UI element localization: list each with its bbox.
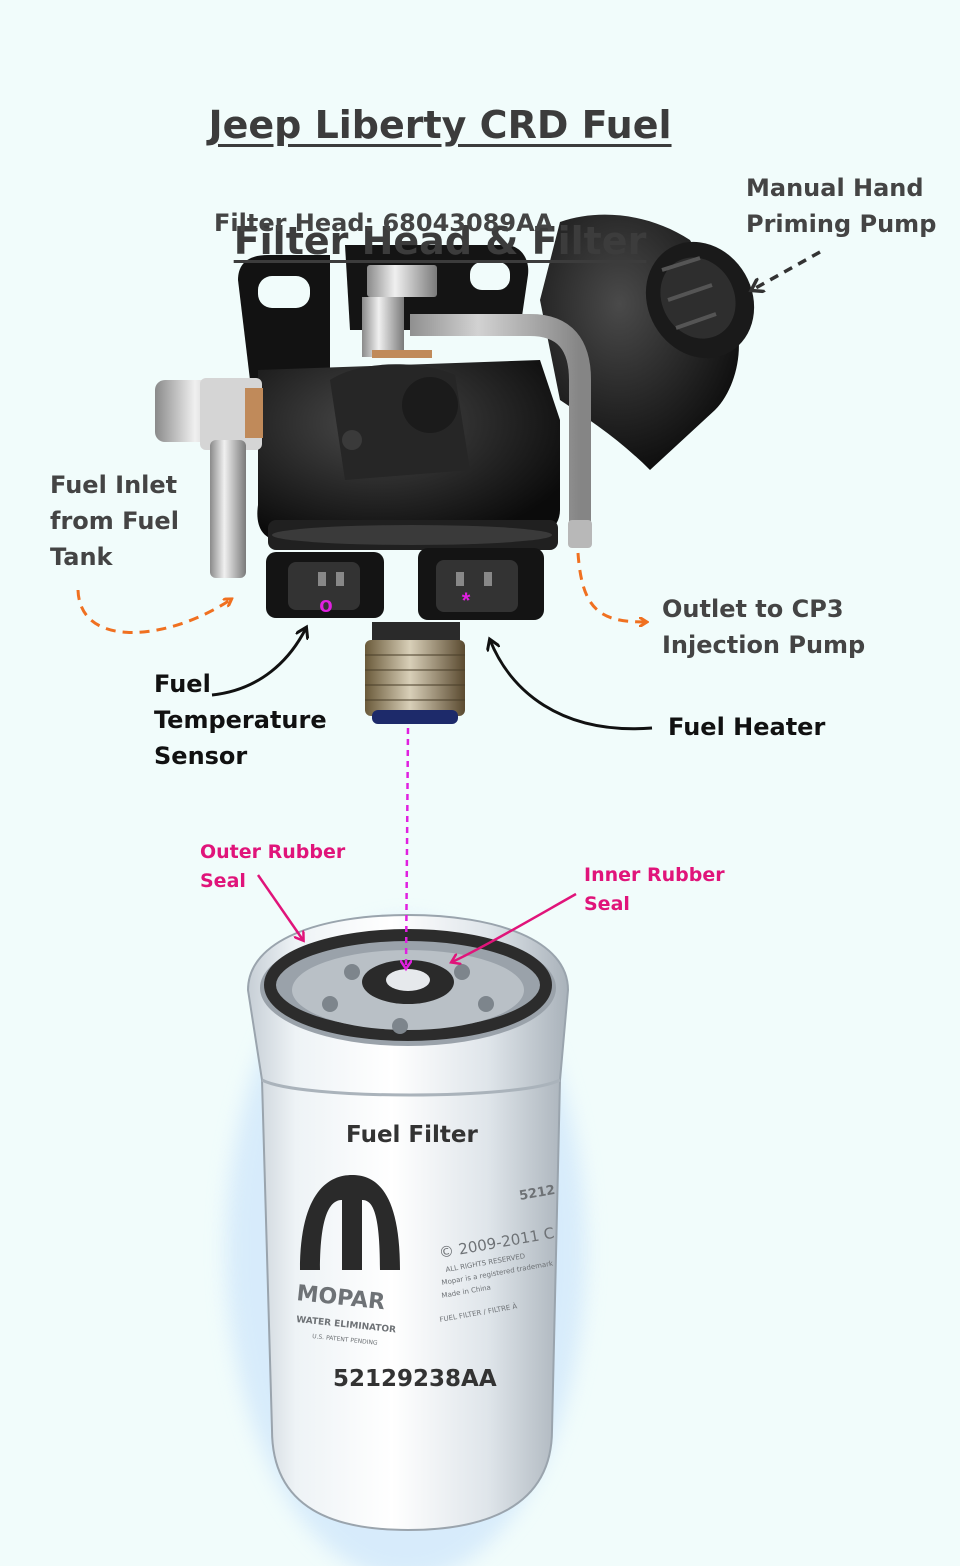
filter-head-label: Filter Head: 68043089AA: [214, 209, 554, 237]
fuel-heater-arrow: [490, 640, 653, 731]
filter-head-illustration: [155, 214, 755, 724]
outlet-label: Outlet to CP3 Injection Pump: [662, 595, 866, 659]
fuel-inlet-label: Fuel Inlet from Fuel Tank: [50, 471, 179, 571]
outer-seal-label: Outer Rubber Seal: [200, 841, 346, 892]
page-title: Jeep Liberty CRD Fuel Filter Head & Filt…: [0, 38, 880, 270]
temp-sensor-arrow: [211, 628, 306, 697]
title-line-1: Jeep Liberty CRD Fuel: [208, 103, 672, 147]
fuel-filter-label: Fuel Filter: [346, 1122, 478, 1148]
priming-pump-arrow: [752, 250, 821, 290]
heater-mark: *: [462, 588, 471, 613]
priming-pump-label: Manual Hand Priming Pump: [746, 174, 937, 238]
title-line-2: Filter Head & Filter: [233, 219, 647, 263]
inner-seal-arrow: [452, 892, 577, 962]
fuel-filter-illustration: MOPAR WATER ELIMINATOR U.S. PATENT PENDI…: [226, 913, 586, 1566]
inner-seal-label: Inner Rubber Seal: [584, 864, 725, 915]
fuel-heater-label: Fuel Heater: [668, 713, 826, 741]
filter-part-number: 52129238AA: [333, 1366, 497, 1392]
temp-sensor-mark: o: [319, 592, 332, 617]
outlet-arrow: [576, 552, 645, 622]
mount-alignment-line: [406, 727, 408, 968]
fuel-inlet-arrow: [76, 589, 230, 634]
temp-sensor-label: Fuel Temperature Sensor: [154, 670, 327, 770]
outer-seal-arrow: [256, 874, 303, 940]
part-partial-text: 5212: [518, 1183, 556, 1204]
